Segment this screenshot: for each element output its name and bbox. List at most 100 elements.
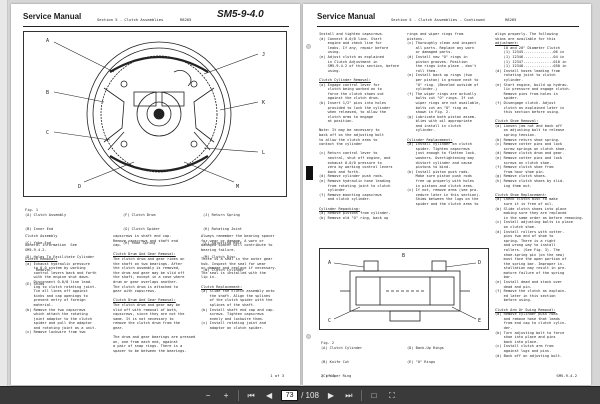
text-line: bearing failure. (201, 247, 236, 252)
last-page-icon[interactable]: ⏭ (345, 390, 353, 400)
document-page-right: Service Manual Section 5 - Clutch Assemb… (303, 4, 591, 385)
text-line: Make sure piston push rods (407, 174, 472, 179)
legend-item: (F) Clutch Drum (123, 213, 156, 218)
page-number-input[interactable]: 73 (281, 390, 299, 401)
text-line: (a) Remove cylinder push rods (495, 312, 558, 317)
text-line: shims are available for this (495, 36, 556, 41)
text-line: (f) Remove mounting capscrews (319, 192, 382, 197)
text-line: Cylinder Repacking: (319, 206, 361, 211)
legend-column-2: (F) Clutch Drum (G) Clutch Spider (H) Sh… (123, 204, 160, 255)
text-line: Disconnect 0-0/0 line lead- (25, 279, 93, 284)
next-page-icon[interactable]: ▶ (327, 391, 334, 400)
legend-item: (D) Back-Up Rings (407, 346, 444, 351)
text-line: force the clutch shoes out (319, 91, 384, 96)
text-column-2: capscrews in shaft end cap.Remove capscr… (113, 234, 197, 369)
text-line: "O" ring. (Beveled outside of (407, 82, 479, 87)
legend-item: (E) "O" Rings (407, 359, 436, 364)
text-line: gear with capscrews. (113, 289, 157, 294)
figure-caption: Fig. 2 (321, 341, 334, 346)
text-line: ed later in this section (495, 293, 556, 298)
text-line: back off on the adjusting bolt (319, 133, 384, 138)
text-line: from hour shoe pin. (495, 169, 545, 174)
text-line: (d) Install rollers with cotter- (495, 229, 565, 234)
text-line: splines of the shaft. (201, 302, 256, 307)
zoom-in-icon[interactable]: + (223, 391, 229, 400)
text-line: and wrong way to install (495, 243, 556, 248)
text-line: (1) 12347..............010 in (495, 59, 567, 64)
page-header: Service Manual Section 5 - Clutch Assemb… (317, 13, 579, 28)
text-line: (c) Install adjusting bolts in place (495, 220, 573, 225)
text-line: capscrews in shaft end cap. (113, 234, 172, 238)
text-line: exhaust 0-0/0 pressure to (319, 160, 382, 165)
text-line: (d) Remove cylinder push rods. (319, 174, 384, 179)
text-line: shown in Fig. 2. (407, 110, 451, 115)
text-line: must face the open portion of (495, 257, 567, 262)
text-line: (1) 12345..............06 in (495, 50, 565, 55)
legend-column-2: (D) Back-Up Rings (E) "O" Rings (407, 337, 444, 374)
text-line: free up properly with holes (407, 179, 475, 183)
text-line: all parts. Replace any worn (407, 45, 475, 50)
svg-text:C: C (46, 130, 49, 136)
text-line: shoe-spring pin (on the new) (495, 252, 565, 257)
text-line: on adjusting bolt to release (495, 128, 565, 133)
text-line: bar. (495, 275, 513, 280)
text-line: ing to clutch rotating joint. (25, 284, 97, 289)
manual-title: Service Manual (23, 12, 82, 21)
text-line: the clutch assembly is removed, (113, 266, 181, 271)
svg-text:J: J (262, 52, 265, 58)
text-line: clutch arms to engage (319, 114, 374, 119)
legend-item: (L) Adjusting Bolt (203, 240, 242, 245)
text-line: from rotating joint to clutch (319, 183, 391, 188)
text-line: (h) Remove clutch shoes by slid- (495, 179, 565, 183)
text-line: (e) Install dead and stack over (495, 280, 563, 285)
text-line: spring tension. (495, 133, 537, 138)
fullscreen-icon[interactable]: ⛶ (389, 390, 395, 400)
text-line: kinks and cap openings to (25, 293, 88, 298)
text-line: General Information See (25, 243, 77, 248)
text-line: shoe into place and pins (495, 335, 556, 340)
fit-page-icon[interactable]: □ (371, 391, 377, 400)
text-line: which attach the rotating (25, 312, 88, 317)
text-line: There is a seal in the outer gear (201, 256, 273, 261)
text-line: spacer to be between the bearings. (113, 348, 187, 353)
text-line: Clutch Removal: (25, 256, 58, 261)
text-line: spider. Tighten capscrews (407, 146, 470, 151)
text-line: (d) Install hoses leading from (495, 68, 560, 73)
text-line: (d) Install new "O" rings in (407, 54, 468, 59)
text-line: this section before using. (495, 110, 560, 115)
svg-text:C: C (328, 318, 331, 324)
text-line: engine and check line for (319, 41, 382, 46)
text-line: (f) Remove clutch shoe from (495, 165, 554, 170)
page-header: Service Manual Section 5 - Clutch Assemb… (23, 10, 289, 28)
svg-text:B: B (402, 253, 405, 259)
page-code: SM5-9-4.2 (556, 373, 577, 378)
prev-page-icon[interactable]: ◀ (266, 391, 273, 400)
text-line: pistons to bind. (407, 165, 451, 170)
text-line: (b) Install piston push rods. (407, 169, 470, 174)
text-line: The clutch drum and gear rides on (113, 256, 185, 261)
text-line: Clutch Drum And Gear Removal: (113, 252, 176, 257)
legend-item: (D) Holes To Facilitate Cylinder (25, 254, 95, 259)
text-line: (b) Remove return shoe spring. (495, 137, 560, 142)
legend-item: (B) Inner End (25, 226, 54, 231)
text-line: gear. (113, 325, 124, 330)
first-page-icon[interactable]: ⏮ (247, 390, 255, 400)
text-line: contact the cylinder (319, 142, 363, 147)
legend-item: (C) Wiper Ring (321, 373, 352, 378)
text-line: hub. Inspect the seal for wear (201, 261, 266, 266)
left-scroll-strip (0, 0, 8, 386)
text-line: Cylinder Replacement: (407, 137, 453, 142)
zoom-out-icon[interactable]: − (205, 391, 211, 400)
legend-item: (K) Rotating Joint (203, 226, 242, 231)
text-line: pistons. (407, 36, 425, 41)
text-line: SM5-9-4.2. (25, 247, 47, 252)
text-line: screws. Tighten capscrews (201, 312, 264, 317)
text-line: when released, to allow the (319, 110, 387, 115)
text-line: or damage and replace if necessary. (201, 266, 277, 271)
text-line: der. (495, 326, 513, 330)
text-line: spider and pull the adaptor (25, 321, 93, 326)
text-line: on, one from each end, against (113, 339, 178, 344)
legend-item: (B) Knife Cut (321, 359, 350, 364)
text-line: (1) 12346..............04 in (495, 54, 565, 59)
